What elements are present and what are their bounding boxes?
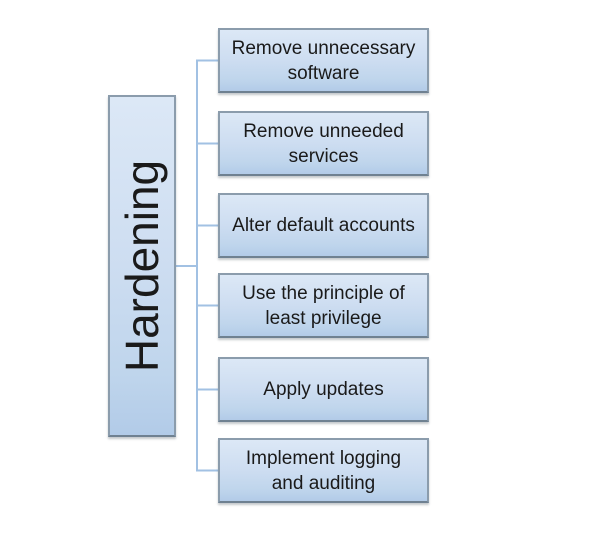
- node-alter-default-accounts: Alter default accounts: [218, 193, 429, 258]
- root-node-label: Hardening: [116, 159, 169, 373]
- node-label: Use the principle of least privilege: [242, 282, 405, 329]
- node-principle-of-least-privilege: Use the principle of least privilege: [218, 273, 429, 338]
- node-label: Alter default accounts: [232, 215, 415, 236]
- node-label: Implement logging and auditing: [245, 447, 402, 494]
- node-apply-updates: Apply updates: [218, 357, 429, 422]
- node-label: Remove unnecessary software: [231, 37, 416, 84]
- node-remove-unneeded-services: Remove unneeded services: [218, 111, 429, 176]
- root-node-hardening: Hardening: [108, 95, 176, 437]
- node-label: Remove unneeded services: [243, 120, 404, 167]
- node-remove-unnecessary-software: Remove unnecessary software: [218, 28, 429, 93]
- node-implement-logging-and-auditing: Implement logging and auditing: [218, 438, 429, 503]
- node-label: Apply updates: [263, 379, 384, 400]
